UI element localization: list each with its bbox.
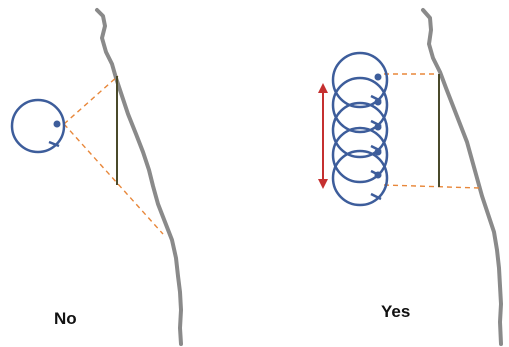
sphere-outline xyxy=(331,51,389,109)
camera-sphere xyxy=(331,101,389,159)
panel-label-no: No xyxy=(54,309,77,328)
camera-dot xyxy=(374,98,382,106)
orientation-tick xyxy=(48,140,60,148)
camera-dot xyxy=(374,123,382,131)
panel-label-yes: Yes xyxy=(381,302,411,321)
camera-dot xyxy=(374,171,382,179)
panel-no xyxy=(10,8,183,346)
wall-surface-left xyxy=(95,8,183,346)
sphere-outline xyxy=(331,149,389,207)
projection-line-bottom xyxy=(383,184,480,189)
camera-sphere-stack xyxy=(331,51,389,207)
sphere-outline xyxy=(331,126,389,184)
sphere-outline xyxy=(331,76,389,134)
camera-sphere xyxy=(331,149,389,207)
camera-dot xyxy=(53,120,61,128)
projection-line-bottom xyxy=(63,123,164,235)
camera-sphere xyxy=(10,98,66,154)
sphere-outline xyxy=(331,101,389,159)
orientation-tick xyxy=(370,192,382,201)
sphere-outline xyxy=(10,98,66,154)
projection-line-top xyxy=(63,75,119,125)
panel-yes xyxy=(318,8,503,346)
camera-dot xyxy=(374,73,382,81)
camera-dot xyxy=(374,148,382,156)
wall-surface-right xyxy=(421,8,503,346)
